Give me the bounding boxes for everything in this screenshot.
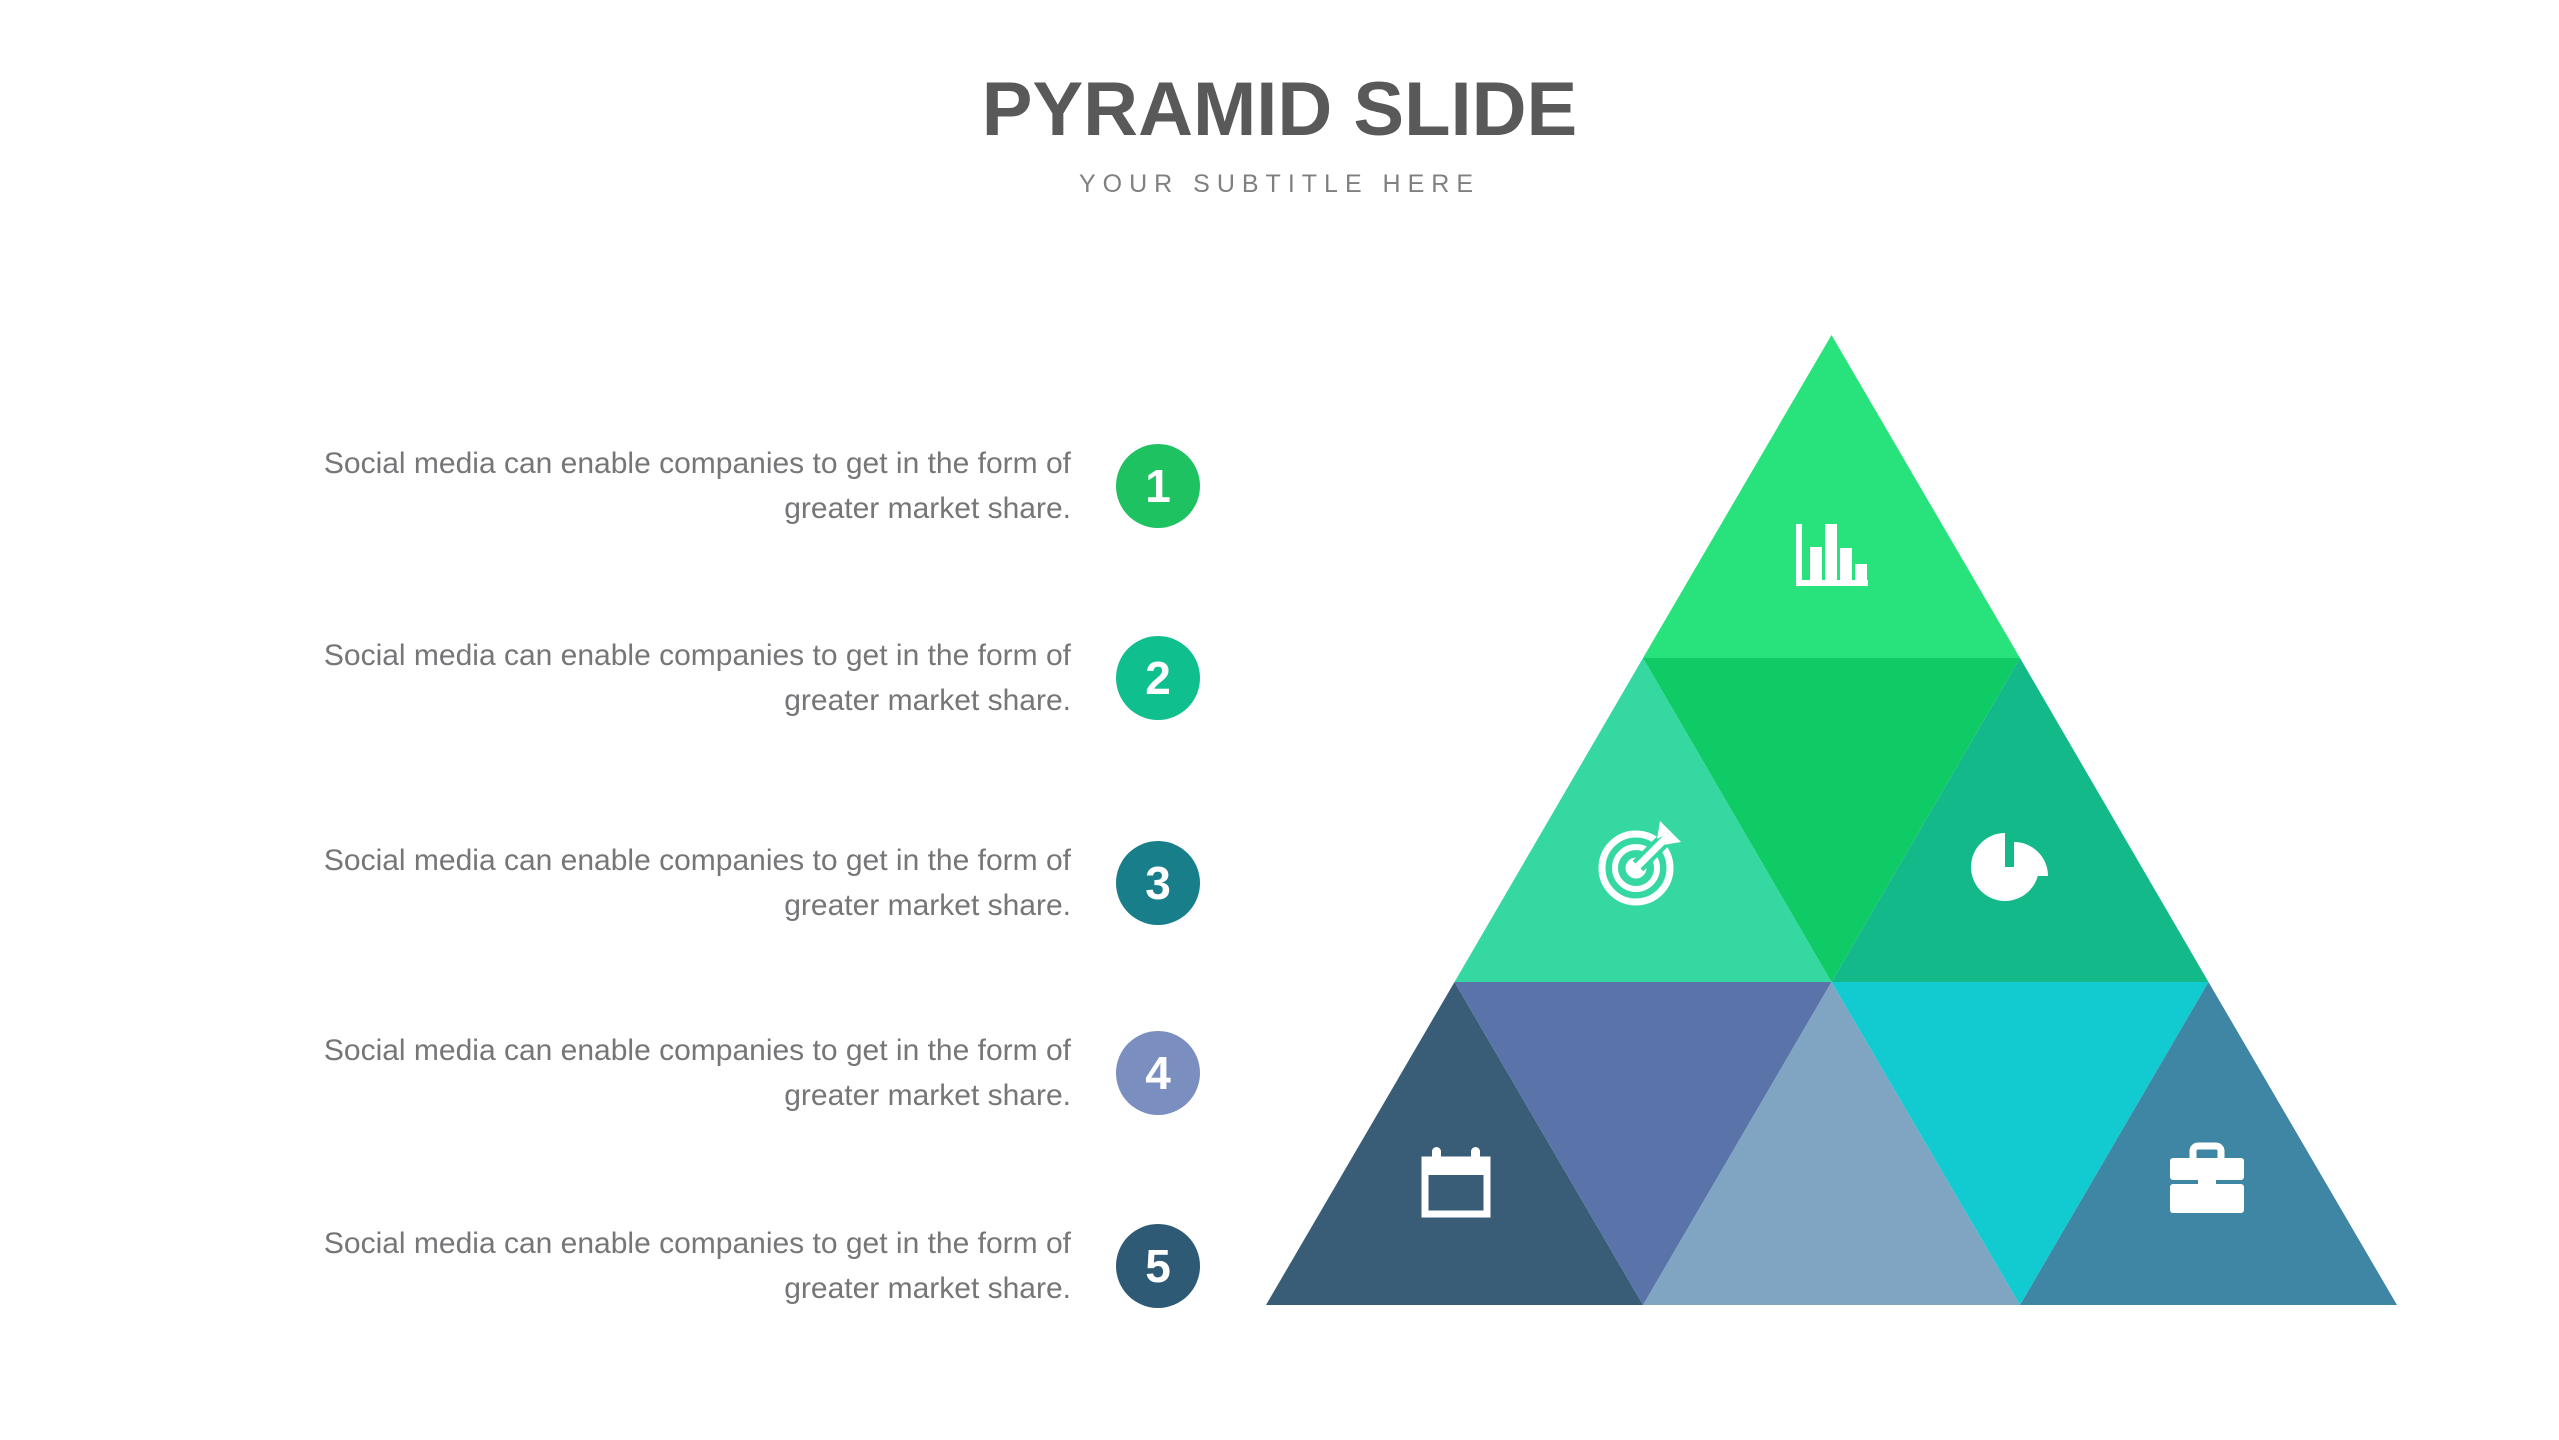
pyramid-segment-row2-middle	[1643, 658, 2020, 982]
pie-chart-icon	[1971, 833, 2048, 901]
item-number-badge: 5	[1116, 1224, 1200, 1308]
pyramid-segment-top	[1643, 335, 2020, 658]
item-text: Social media can enable companies to get…	[323, 1034, 1071, 1112]
list-item: Social media can enable companies to get…	[240, 838, 1220, 928]
pyramid-segment-row2-left	[1454, 658, 1832, 982]
pyramid-segment-row2-right	[1831, 658, 2209, 982]
item-number-badge: 3	[1116, 841, 1200, 925]
pyramid-segment-row3-middle	[1643, 982, 2020, 1305]
list-item: Social media can enable companies to get…	[240, 441, 1220, 531]
item-number-badge: 4	[1116, 1031, 1200, 1115]
pyramid-segment-row3-inverted-left	[1454, 982, 1832, 1305]
item-text: Social media can enable companies to get…	[323, 1227, 1071, 1305]
slide-subtitle: YOUR SUBTITLE HERE	[1078, 170, 1481, 198]
pyramid-segment-row3-inverted-right	[1831, 982, 2209, 1305]
list-item: Social media can enable companies to get…	[240, 633, 1220, 723]
item-text: Social media can enable companies to get…	[323, 639, 1071, 717]
item-number-badge: 2	[1116, 636, 1200, 720]
briefcase-icon	[2170, 1142, 2244, 1213]
list-item: Social media can enable companies to get…	[240, 1028, 1220, 1118]
pyramid-segment-row3-left	[1266, 982, 1643, 1305]
target-icon	[1598, 820, 1684, 906]
item-text: Social media can enable companies to get…	[323, 844, 1071, 922]
slide-title: PYRAMID SLIDE	[981, 67, 1578, 152]
bar-chart-icon	[1796, 524, 1868, 586]
list-item: Social media can enable companies to get…	[240, 1221, 1220, 1311]
item-text: Social media can enable companies to get…	[323, 447, 1071, 525]
calendar-icon	[1421, 1147, 1491, 1218]
item-number-badge: 1	[1116, 444, 1200, 528]
